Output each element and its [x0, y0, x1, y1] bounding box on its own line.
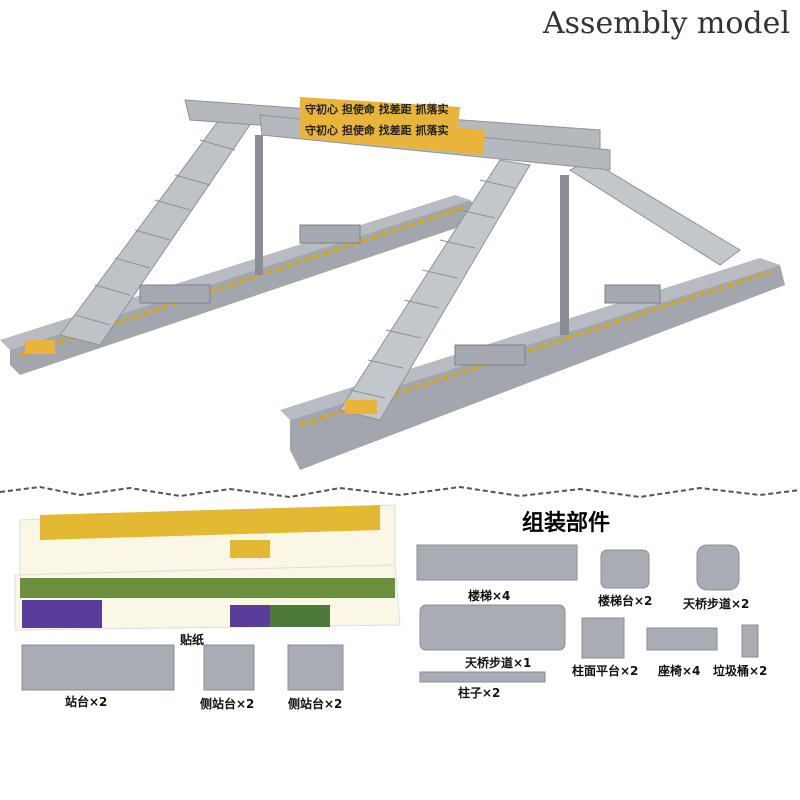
stickers-label: 贴纸	[180, 632, 204, 647]
part-label-pillar: 柱子×2	[458, 685, 500, 700]
platform-pieces	[21, 644, 344, 691]
sticker-sheets	[14, 504, 401, 631]
bridge-model-back: 守初心 担使命 找差距 抓落实	[0, 97, 601, 375]
banner-text-front: 守初心 担使命 找差距 抓落实	[305, 123, 449, 137]
part-label-seats: 座椅×4	[657, 663, 700, 678]
side-platform-label-1: 侧站台×2	[200, 696, 254, 711]
part-label-column-platform: 柱面平台×2	[572, 663, 638, 678]
part-label-stairs: 楼梯×4	[468, 588, 510, 603]
part-label-trash-bin: 垃圾桶×2	[713, 663, 767, 678]
part-label-walkway-2: 天桥步道×2	[683, 596, 749, 611]
part-label-walkway-1: 天桥步道×1	[465, 655, 531, 670]
platform-label: 站台×2	[65, 694, 107, 709]
parts-pieces	[416, 544, 759, 683]
bridge-model-front: 守初心 担使命 找差距 抓落实	[259, 114, 785, 470]
side-platform-label-2: 侧站台×2	[288, 696, 342, 711]
torn-divider	[0, 485, 800, 499]
part-label-stair-landing: 楼梯台×2	[598, 593, 652, 608]
parts-heading: 组装部件	[522, 510, 610, 536]
page-title: Assembly model	[542, 6, 790, 41]
banner-text: 守初心 担使命 找差距 抓落实	[305, 102, 449, 116]
